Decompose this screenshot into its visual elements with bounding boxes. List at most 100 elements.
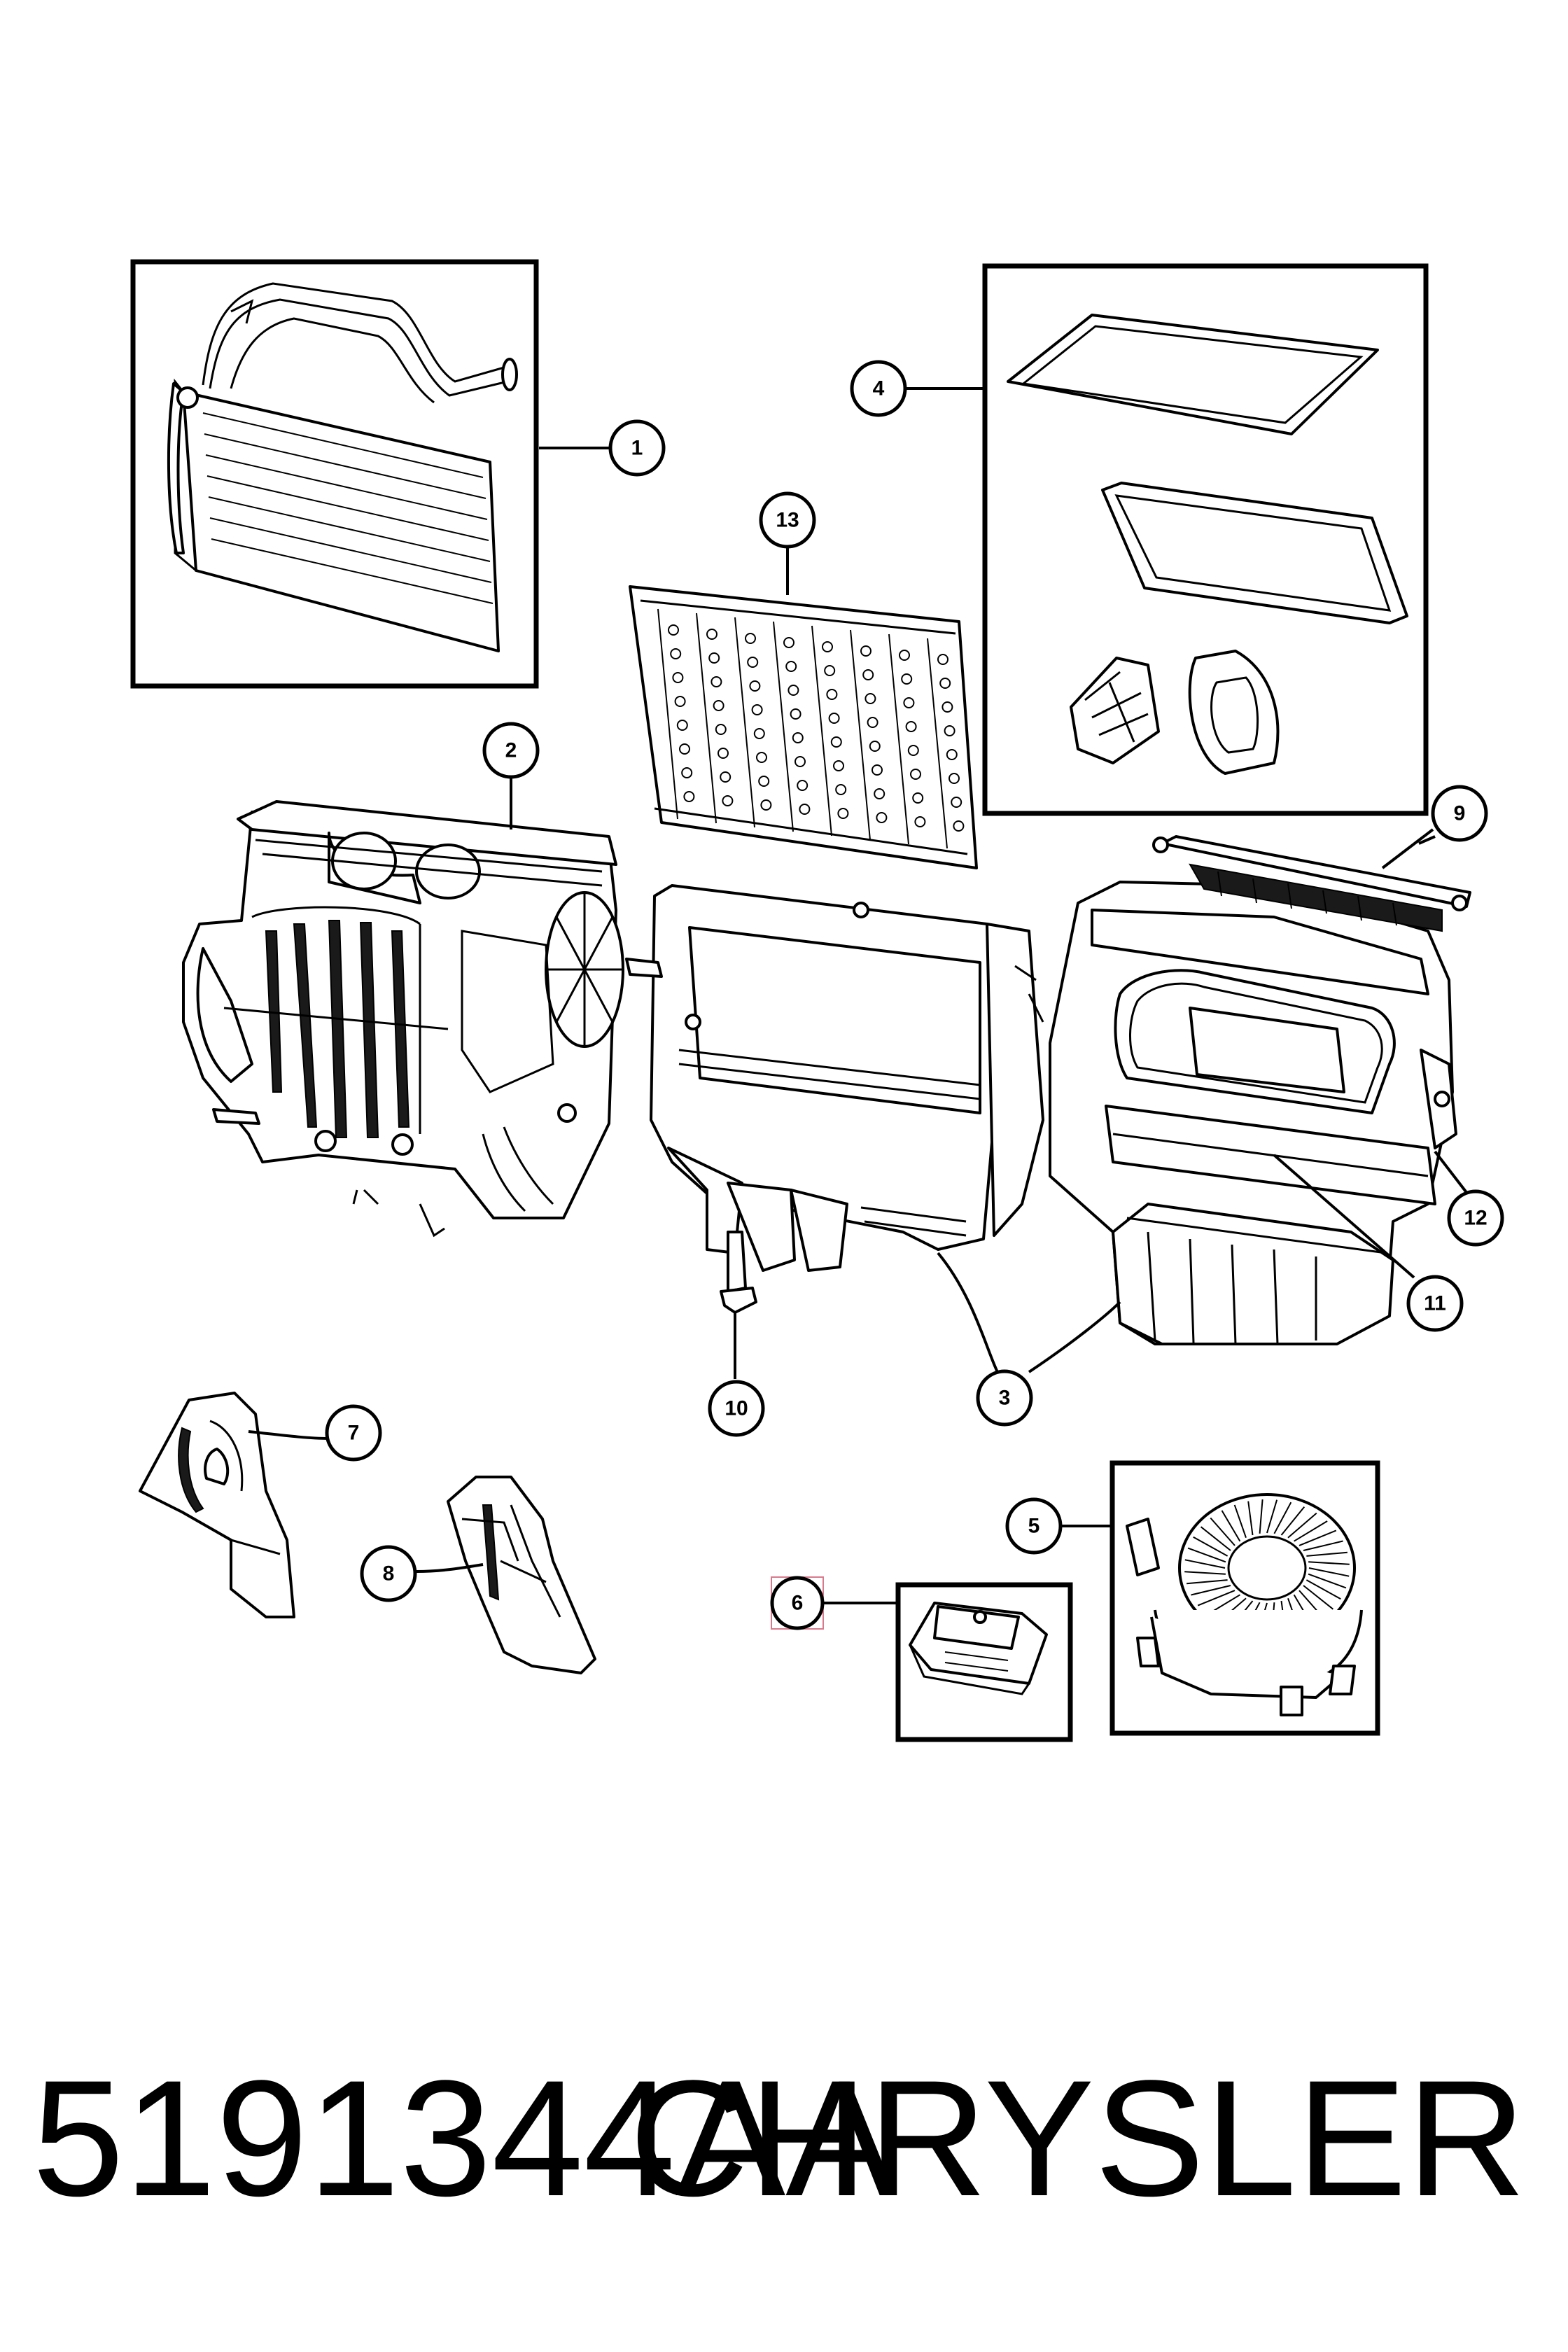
blower-fin [1247,1501,1254,1536]
filter-hole [706,629,718,640]
filter-hole [910,769,921,780]
filter-hole [760,799,772,811]
part-5-blower-motor[interactable] [1110,1460,1380,1736]
filter-hole [907,745,919,756]
blower-fin [1186,1579,1228,1585]
part-6-blower-resistor[interactable] [895,1582,1073,1742]
filter-hole [876,812,888,823]
filter-hole [794,756,806,767]
blower-fin [1294,1520,1328,1542]
filter-hole [830,736,842,748]
blower-fin [1187,1547,1226,1563]
leader-lines [248,387,1471,1604]
blower-fin [1306,1579,1341,1600]
filter-hole [718,748,729,759]
callout-3[interactable]: 3 [976,1369,1033,1427]
filter-hole [905,721,917,732]
callout-8-label: 8 [383,1562,395,1586]
filter-hole [790,708,802,720]
callout-6[interactable]: 6 [770,1576,825,1630]
callout-10[interactable]: 10 [708,1380,765,1437]
part-number: 5191344AA [32,2046,896,2231]
brand-name: CHRYSLER [629,2046,1526,2231]
callout-6-label: 6 [792,1592,804,1615]
callout-12-label: 12 [1464,1207,1487,1230]
filter-hole [912,792,924,804]
filter-hole [674,696,686,707]
filter-hole [683,791,695,802]
filter-hole [749,680,761,692]
filter-hole [899,650,910,661]
filter-hole [953,820,965,832]
filter-hole [948,773,960,784]
blower-fin [1233,1504,1247,1539]
filter-hole [756,752,767,763]
filter-hole [720,771,732,783]
part-1-heater-core[interactable] [130,259,539,689]
callout-8[interactable]: 8 [360,1545,417,1602]
blower-fin [1308,1573,1347,1589]
blower-fin [1308,1561,1350,1565]
callout-11[interactable]: 11 [1406,1275,1464,1332]
blower-fin [1221,1510,1241,1542]
filter-hole [792,732,804,743]
filter-hole [903,697,915,708]
filter-hole [745,633,756,644]
callout-4-label: 4 [873,377,885,400]
part-10-drain[interactable] [720,1231,757,1314]
blower-fin [1191,1585,1231,1596]
callout-12[interactable]: 12 [1447,1189,1504,1247]
filter-hole [941,701,953,713]
part-9-bracket[interactable] [1152,835,1471,932]
callout-2[interactable]: 2 [482,722,540,779]
part-13-filter[interactable] [629,585,978,869]
filter-hole [901,673,913,685]
callout-9[interactable]: 9 [1431,785,1488,842]
filter-hole [758,776,770,787]
filter-hole [835,784,847,795]
filter-rib [773,621,794,832]
filter-hole [837,808,849,819]
blower-fin [1308,1567,1350,1577]
filter-hole [799,804,811,815]
filter-rib [696,612,717,824]
filter-rib [734,617,755,828]
filter-hole [828,713,840,724]
blower-fin [1184,1571,1226,1575]
filter-hole [681,767,693,778]
callout-7[interactable]: 7 [325,1404,382,1462]
filter-hole [822,641,833,652]
callout-13[interactable]: 13 [759,491,816,549]
callout-9-label: 9 [1454,802,1466,825]
filter-hole [676,720,688,731]
callout-10-label: 10 [724,1397,748,1420]
callout-5[interactable]: 5 [1005,1497,1063,1555]
part-blower-housing[interactable] [1049,881,1457,1345]
part-3-hvac-housing[interactable] [625,884,1044,1272]
part-2-heater-housing[interactable] [182,800,624,1238]
blower-fin [1303,1540,1343,1551]
blower-fin [1210,1517,1236,1546]
filter-hole [951,797,962,808]
filter-hole [751,704,763,715]
filter-hole [713,700,724,711]
blower-fin [1197,1590,1236,1606]
filter-rib [850,629,871,841]
filter-hole [833,760,844,771]
filter-rib [888,634,909,845]
callout-3-label: 3 [999,1387,1011,1410]
filter-hole [783,637,794,648]
blower-fin [1298,1530,1337,1546]
callout-1[interactable]: 1 [608,419,666,477]
filter-hole [670,648,682,659]
blower-fin [1200,1526,1231,1551]
callout-4[interactable]: 4 [850,360,907,417]
part-7-duct[interactable] [139,1392,295,1618]
callout-7-label: 7 [348,1422,360,1445]
filter-hole [860,645,872,657]
part-4-seal-kit[interactable] [982,263,1429,816]
part-8-duct[interactable] [447,1476,596,1674]
filter-rib [657,608,678,820]
filter-hole [722,795,734,806]
